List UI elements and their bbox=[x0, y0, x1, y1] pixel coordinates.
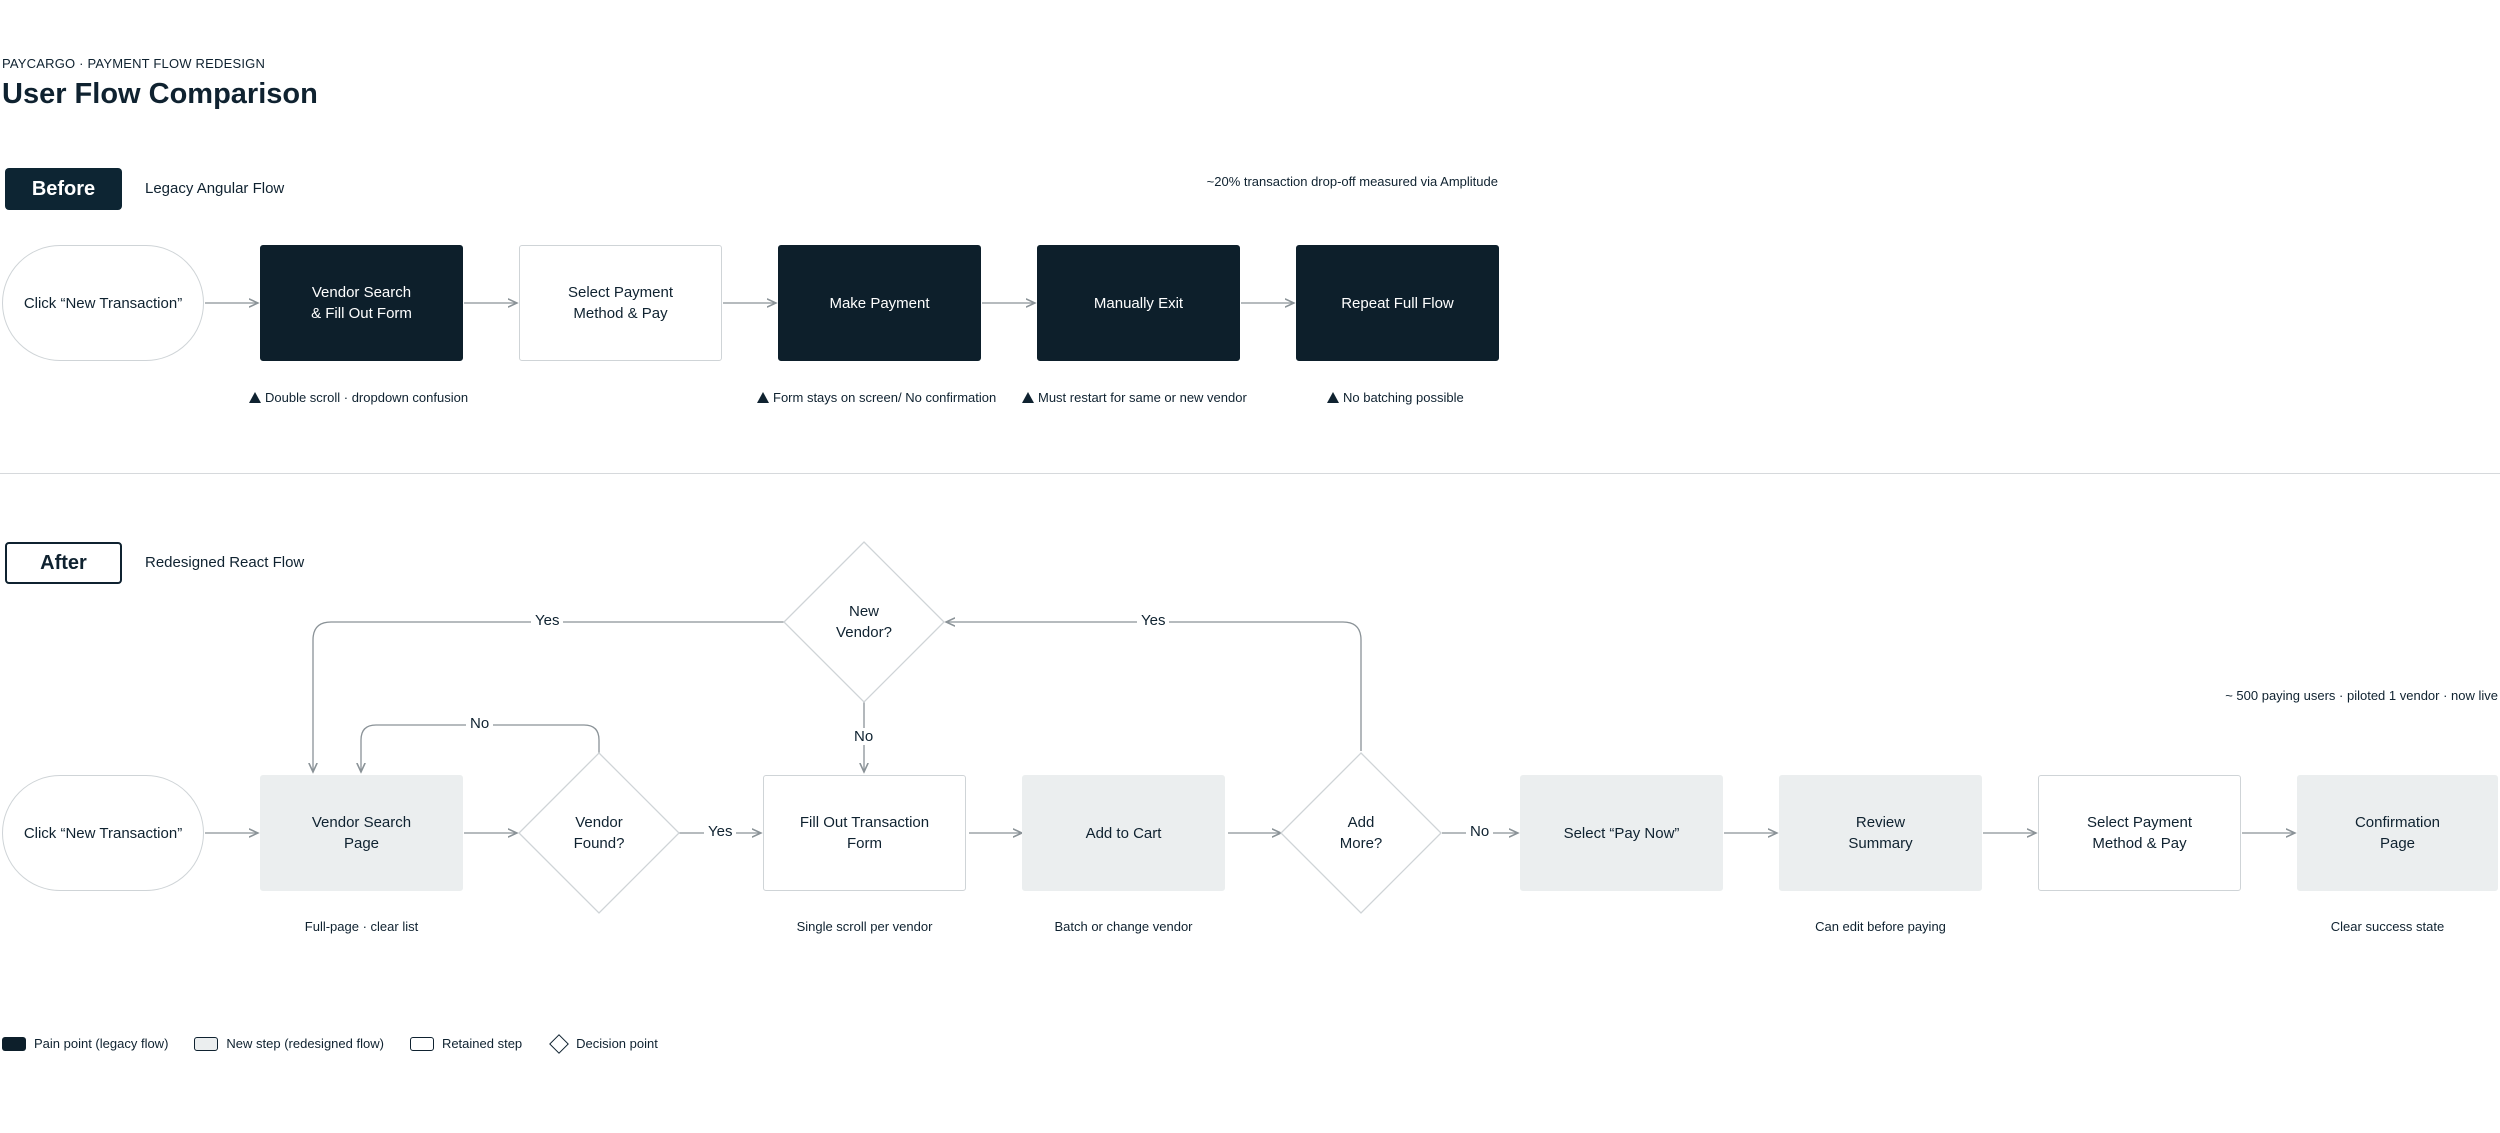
pain-point-note: No batching possible bbox=[1327, 390, 1464, 405]
legend-item-retained-step: Retained step bbox=[409, 1036, 522, 1051]
step-caption: Can edit before paying bbox=[1815, 919, 1946, 934]
new-step-swatch bbox=[194, 1036, 219, 1051]
after-pill: After bbox=[5, 542, 122, 584]
before-step-manually-exit: Manually Exit bbox=[1037, 245, 1240, 361]
after-step-review-summary: Review Summary bbox=[1779, 775, 1982, 891]
decision-vendor-found: Vendor Found? bbox=[573, 814, 625, 852]
edge-label-yes: Yes bbox=[531, 612, 564, 629]
pain-point-note: Must restart for same or new vendor bbox=[1022, 390, 1247, 405]
after-step-confirmation: Confirmation Page bbox=[2297, 775, 2498, 891]
pain-point-note: Double scroll · dropdown confusion bbox=[249, 390, 468, 405]
after-step-new-transaction: Click “New Transaction” bbox=[2, 775, 204, 891]
diamond-icon bbox=[549, 1033, 570, 1054]
retained-step-swatch bbox=[409, 1036, 434, 1051]
decision-new-vendor: New Vendor? bbox=[836, 603, 892, 641]
after-step-add-to-cart: Add to Cart bbox=[1022, 775, 1225, 891]
edge-label-no: No bbox=[1466, 823, 1494, 840]
eyebrow: PAYCARGO · PAYMENT FLOW REDESIGN bbox=[2, 56, 266, 71]
warning-icon bbox=[1022, 392, 1034, 403]
after-step-fill-form: Fill Out Transaction Form bbox=[763, 775, 966, 891]
before-pill: Before bbox=[5, 168, 122, 210]
after-step-select-payment: Select Payment Method & Pay bbox=[2038, 775, 2241, 891]
warning-icon bbox=[249, 392, 261, 403]
step-caption: Clear success state bbox=[2330, 919, 2445, 934]
after-step-pay-now: Select “Pay Now” bbox=[1520, 775, 1723, 891]
pain-point-swatch bbox=[2, 1036, 26, 1051]
step-caption: Batch or change vendor bbox=[1054, 919, 1193, 934]
page-title: User Flow Comparison bbox=[2, 78, 318, 110]
edge-label-no: No bbox=[850, 728, 878, 745]
step-caption: Single scroll per vendor bbox=[796, 919, 933, 934]
before-step-vendor-search: Vendor Search & Fill Out Form bbox=[260, 245, 463, 361]
decision-add-more: Add More? bbox=[1339, 814, 1383, 852]
after-flow-label: Redesigned React Flow bbox=[145, 554, 305, 571]
edge-label-yes: Yes bbox=[704, 823, 737, 840]
step-caption: Full-page · clear list bbox=[304, 919, 419, 934]
before-flow-label: Legacy Angular Flow bbox=[145, 180, 285, 197]
legend: Pain point (legacy flow) New step (redes… bbox=[2, 1033, 658, 1054]
pain-point-note: Form stays on screen/ No confirmation bbox=[757, 390, 996, 405]
legend-item-pain-point: Pain point (legacy flow) bbox=[2, 1036, 168, 1051]
before-step-make-payment: Make Payment bbox=[778, 245, 981, 361]
decision-new-vendor-shape bbox=[783, 541, 945, 703]
edge-label-no: No bbox=[466, 715, 494, 732]
before-step-select-payment: Select Payment Method & Pay bbox=[519, 245, 722, 361]
after-step-vendor-search: Vendor Search Page bbox=[260, 775, 463, 891]
legend-item-decision: Decision point bbox=[548, 1033, 658, 1054]
after-metric: ~ 500 paying users · piloted 1 vendor · … bbox=[2225, 688, 2498, 703]
before-step-repeat-flow: Repeat Full Flow bbox=[1296, 245, 1499, 361]
edge-label-yes: Yes bbox=[1137, 612, 1170, 629]
before-metric: ~20% transaction drop-off measured via A… bbox=[1206, 174, 1498, 189]
decision-vendor-found-shape bbox=[518, 752, 680, 914]
legend-item-new-step: New step (redesigned flow) bbox=[194, 1036, 384, 1051]
section-divider bbox=[0, 473, 2500, 474]
decision-add-more-shape bbox=[1280, 752, 1442, 914]
before-step-new-transaction: Click “New Transaction” bbox=[2, 245, 204, 361]
warning-icon bbox=[1327, 392, 1339, 403]
warning-icon bbox=[757, 392, 769, 403]
